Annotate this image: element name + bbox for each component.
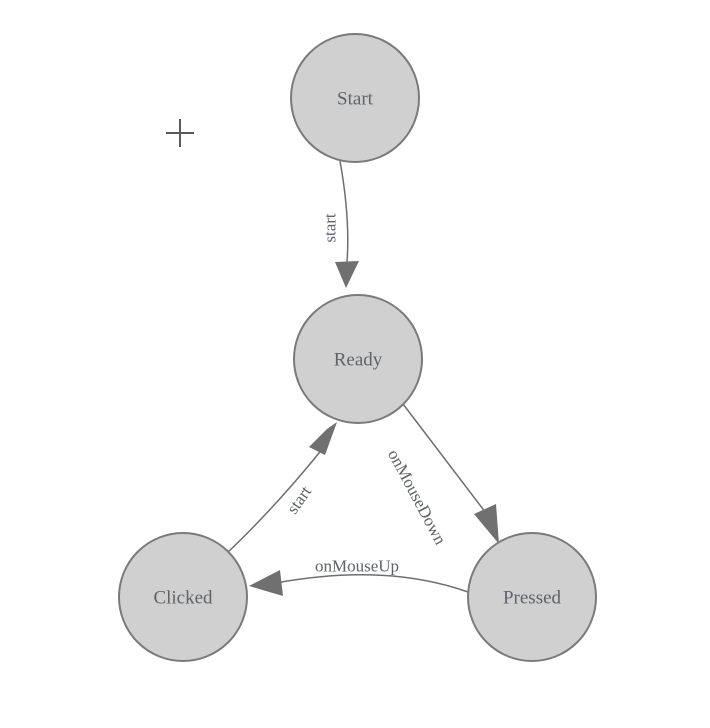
node-ready-circle bbox=[293, 294, 423, 424]
node-pressed-label: Pressed bbox=[503, 588, 562, 609]
edge-pressed-to-clicked-path bbox=[275, 573, 469, 593]
node-start-circle bbox=[290, 33, 420, 163]
edge-ready-to-pressed-arrowhead bbox=[474, 504, 499, 544]
node-clicked[interactable]: Clicked bbox=[118, 532, 248, 662]
edge-label-clicked-to-ready: start bbox=[283, 482, 316, 517]
node-clicked-circle bbox=[118, 532, 248, 662]
edge-ready-to-pressed-path bbox=[402, 403, 490, 518]
edge-label-pressed-to-clicked: onMouseUp bbox=[315, 557, 399, 576]
edge-pressed-to-clicked[interactable]: onMouseUp bbox=[249, 557, 469, 597]
edge-pressed-to-clicked-arrowhead bbox=[249, 570, 283, 596]
node-clicked-label: Clicked bbox=[153, 588, 213, 609]
edge-start-to-ready-path bbox=[339, 160, 349, 263]
edge-ready-to-pressed[interactable]: onMouseDown bbox=[384, 403, 499, 548]
edge-clicked-to-ready[interactable]: start bbox=[227, 422, 337, 553]
edge-start-to-ready-arrowhead bbox=[335, 261, 359, 288]
node-ready-label: Ready bbox=[334, 350, 383, 371]
edge-label-ready-to-pressed: onMouseDown bbox=[384, 446, 450, 548]
node-start[interactable]: Start bbox=[290, 33, 420, 163]
node-start-label: Start bbox=[337, 89, 374, 110]
edge-label-start-to-ready: start bbox=[321, 213, 340, 243]
edge-clicked-to-ready-path bbox=[227, 447, 324, 553]
node-pressed[interactable]: Pressed bbox=[467, 532, 597, 662]
edge-clicked-to-ready-arrowhead bbox=[309, 422, 337, 455]
node-pressed-circle bbox=[467, 532, 597, 662]
edge-start-to-ready[interactable]: start bbox=[321, 160, 360, 288]
crosshair-icon bbox=[166, 119, 194, 147]
node-ready[interactable]: Ready bbox=[293, 294, 423, 424]
